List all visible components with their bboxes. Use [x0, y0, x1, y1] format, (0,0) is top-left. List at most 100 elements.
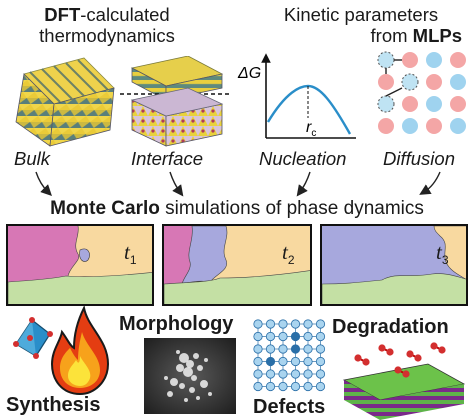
oxygen-molecule [362, 358, 370, 366]
bulk-label: Bulk [14, 148, 50, 169]
particle [170, 378, 178, 386]
oxygen-molecule [354, 354, 362, 362]
lattice-atom [278, 356, 288, 367]
panel-time-label: t2 [282, 240, 295, 268]
mlp-header: Kinetic parameters from MLPs [252, 4, 470, 46]
morphology-micrograph-image [144, 338, 236, 414]
simulation-panel-t3: t3 [320, 224, 468, 306]
lattice-atom [278, 369, 288, 379]
defects-lattice-image [253, 319, 326, 392]
simulation-panel-t2: t2 [162, 224, 312, 306]
lattice-atom [315, 369, 326, 379]
degradation-label: Degradation [332, 316, 449, 338]
lattice-atom [315, 331, 326, 342]
oxygen-molecule [386, 348, 394, 356]
lattice-atom [278, 381, 288, 392]
particle [184, 398, 188, 402]
particle [193, 353, 199, 359]
vacancy-site [401, 73, 419, 91]
oxygen-molecule [402, 370, 410, 378]
lattice-atom [265, 369, 276, 379]
flame-icon [50, 306, 110, 396]
particle [176, 350, 180, 354]
lattice-atom [253, 356, 263, 367]
lattice-atom [315, 381, 326, 392]
lattice-atom [450, 96, 466, 112]
lattice-atom [315, 344, 326, 354]
monte-carlo-bold: Monte Carlo [50, 198, 160, 219]
lattice-atom [303, 344, 313, 354]
lattice-atom [450, 52, 466, 68]
interface-arrow [169, 171, 184, 197]
oxygen-molecule [394, 366, 402, 374]
panel-time-label: t1 [124, 240, 137, 268]
lattice-atom [303, 319, 313, 329]
particle [208, 392, 212, 396]
panel-time-label: t3 [436, 240, 449, 268]
lattice-atom [265, 319, 276, 329]
nucleation-label: Nucleation [259, 148, 347, 169]
defects-label: Defects [253, 396, 326, 418]
oxygen-molecule [378, 344, 386, 352]
diffusion-arrow [419, 171, 441, 195]
lattice-atom [290, 356, 301, 367]
lattice-atom [253, 319, 263, 329]
particle [197, 365, 203, 371]
lattice-atom [253, 381, 263, 392]
particle [183, 367, 193, 377]
dft-header: DFT-calculated thermodynamics [4, 4, 210, 46]
lattice-atom [378, 74, 394, 90]
simulation-panel-t1: t1 [6, 224, 154, 306]
lattice-atom [426, 52, 442, 68]
defect-atom [290, 344, 301, 354]
particle [204, 358, 208, 362]
interface-crystal-image [120, 56, 230, 147]
diffusion-lattice-image [377, 51, 466, 134]
oxygen-molecule [430, 342, 438, 350]
lattice-atom [426, 118, 442, 134]
interface-label: Interface [131, 148, 203, 169]
vacancy-site [377, 51, 395, 69]
nucleation-arrow [296, 171, 311, 197]
particle [189, 387, 195, 393]
synthesis-crystal-icon [13, 317, 53, 359]
arrows-layer [35, 171, 441, 197]
lattice-atom [265, 331, 276, 342]
oxygen-molecule [414, 354, 422, 362]
lattice-atom [402, 118, 418, 134]
lattice-atom [278, 344, 288, 354]
lattice-atom [253, 331, 263, 342]
lattice-atom [265, 344, 276, 354]
lattice-atom [402, 96, 418, 112]
hop-arrow [385, 87, 403, 97]
bulk-crystal-image [15, 57, 115, 147]
particle [167, 391, 173, 397]
lattice-atom [378, 118, 394, 134]
vacancy-site [377, 95, 395, 113]
particle [164, 376, 168, 380]
lattice-atom [303, 331, 313, 342]
particle [191, 375, 197, 381]
lattice-atom [450, 118, 466, 134]
lattice-atom [278, 319, 288, 329]
lattice-atom [303, 356, 313, 367]
monte-carlo-title: Monte Carlo simulations of phase dynamic… [0, 198, 474, 220]
defect-atom [265, 356, 276, 367]
defect-atom [290, 331, 301, 342]
lattice-atom [290, 319, 301, 329]
kinetic-label: Kinetic parameters [283, 4, 439, 25]
synthesis-label: Synthesis [6, 394, 101, 416]
rc-label: rc [306, 119, 316, 139]
particle [186, 360, 194, 368]
lattice-atom [426, 96, 442, 112]
lattice-atom [315, 319, 326, 329]
lattice-atom [265, 381, 276, 392]
delta-g-label: ΔG [237, 65, 261, 82]
lattice-atom [290, 381, 301, 392]
lattice-atom [290, 369, 301, 379]
morphology-label: Morphology [119, 313, 234, 335]
lattice-atom [303, 381, 313, 392]
monte-carlo-rest: simulations of phase dynamics [159, 198, 424, 219]
particle [179, 353, 189, 363]
from-label: from [370, 25, 413, 46]
